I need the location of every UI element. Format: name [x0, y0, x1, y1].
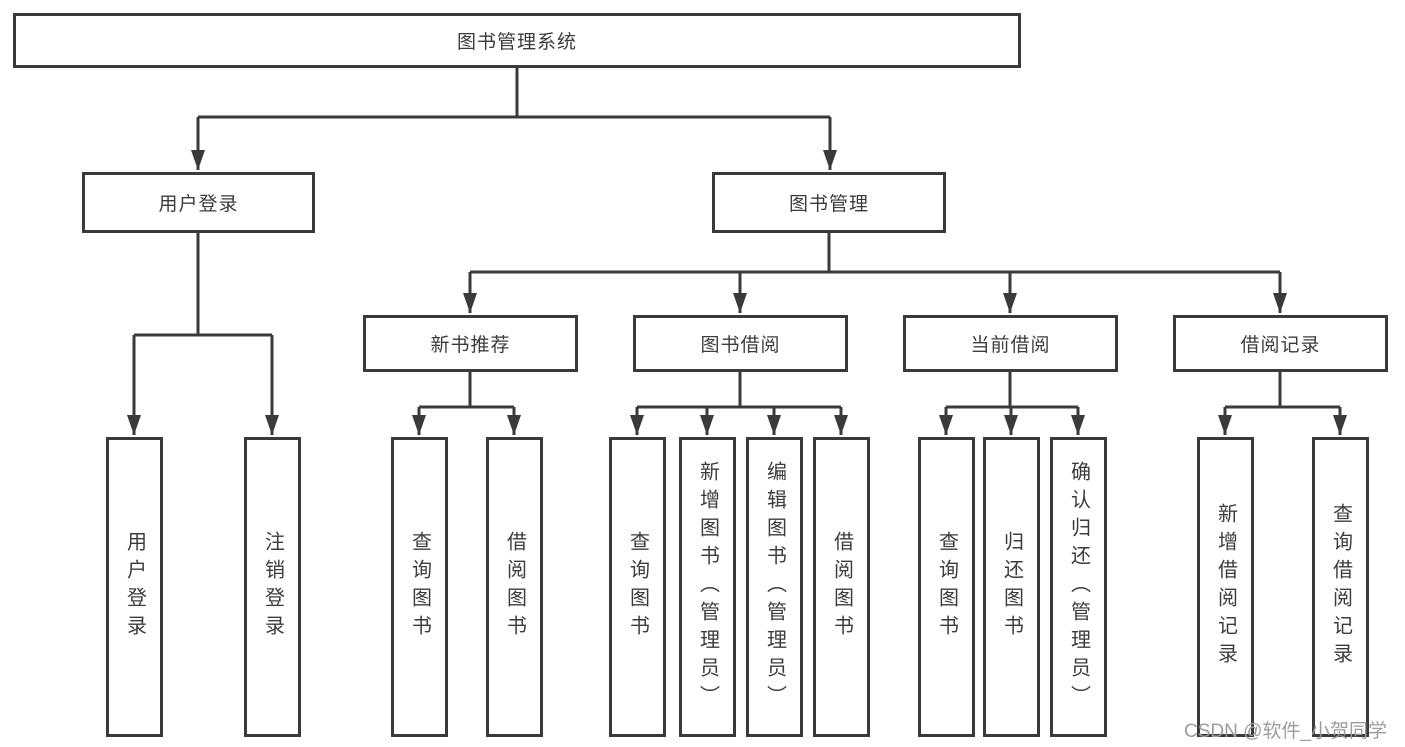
node-new-book-recommend-label: 新书推荐: [430, 335, 511, 356]
leaf-add-borrow-record: 新增借阅记录: [1197, 437, 1254, 737]
leaf-edit-books-admin: 编辑图书（管理员）: [746, 437, 803, 737]
leaf-borrow-books-recommend: 借阅图书: [486, 437, 543, 737]
leaf-borrow-books: 借阅图书: [813, 437, 870, 737]
leaf-logout: 注销登录: [244, 437, 301, 737]
csdn-watermark: CSDN @软件_小贺同学: [1184, 721, 1387, 742]
leaf-user-login: 用户登录: [106, 437, 163, 737]
leaf-return-books: 归还图书: [983, 437, 1040, 737]
node-root-label: 图书管理系统: [456, 32, 577, 53]
leaf-query-books-borrow: 查询图书: [609, 437, 666, 737]
node-current-borrow-label: 当前借阅: [970, 335, 1051, 356]
node-new-book-recommend: 新书推荐: [363, 315, 578, 372]
node-book-management-label: 图书管理: [788, 194, 869, 215]
leaf-query-books-current: 查询图书: [918, 437, 975, 737]
node-book-borrow: 图书借阅: [633, 315, 848, 372]
leaf-confirm-return-admin: 确认归还（管理员）: [1050, 437, 1107, 737]
node-user-login: 用户登录: [82, 172, 315, 233]
node-book-borrow-label: 图书借阅: [700, 335, 781, 356]
node-borrow-record: 借阅记录: [1173, 315, 1388, 372]
node-user-login-label: 用户登录: [158, 194, 239, 215]
node-book-management: 图书管理: [712, 172, 946, 233]
leaf-query-books-recommend: 查询图书: [391, 437, 448, 737]
node-root-system: 图书管理系统: [13, 13, 1021, 68]
leaf-add-books-admin: 新增图书（管理员）: [679, 437, 736, 737]
node-borrow-record-label: 借阅记录: [1240, 335, 1321, 356]
leaf-query-borrow-record: 查询借阅记录: [1312, 437, 1369, 737]
node-current-borrow: 当前借阅: [903, 315, 1118, 372]
